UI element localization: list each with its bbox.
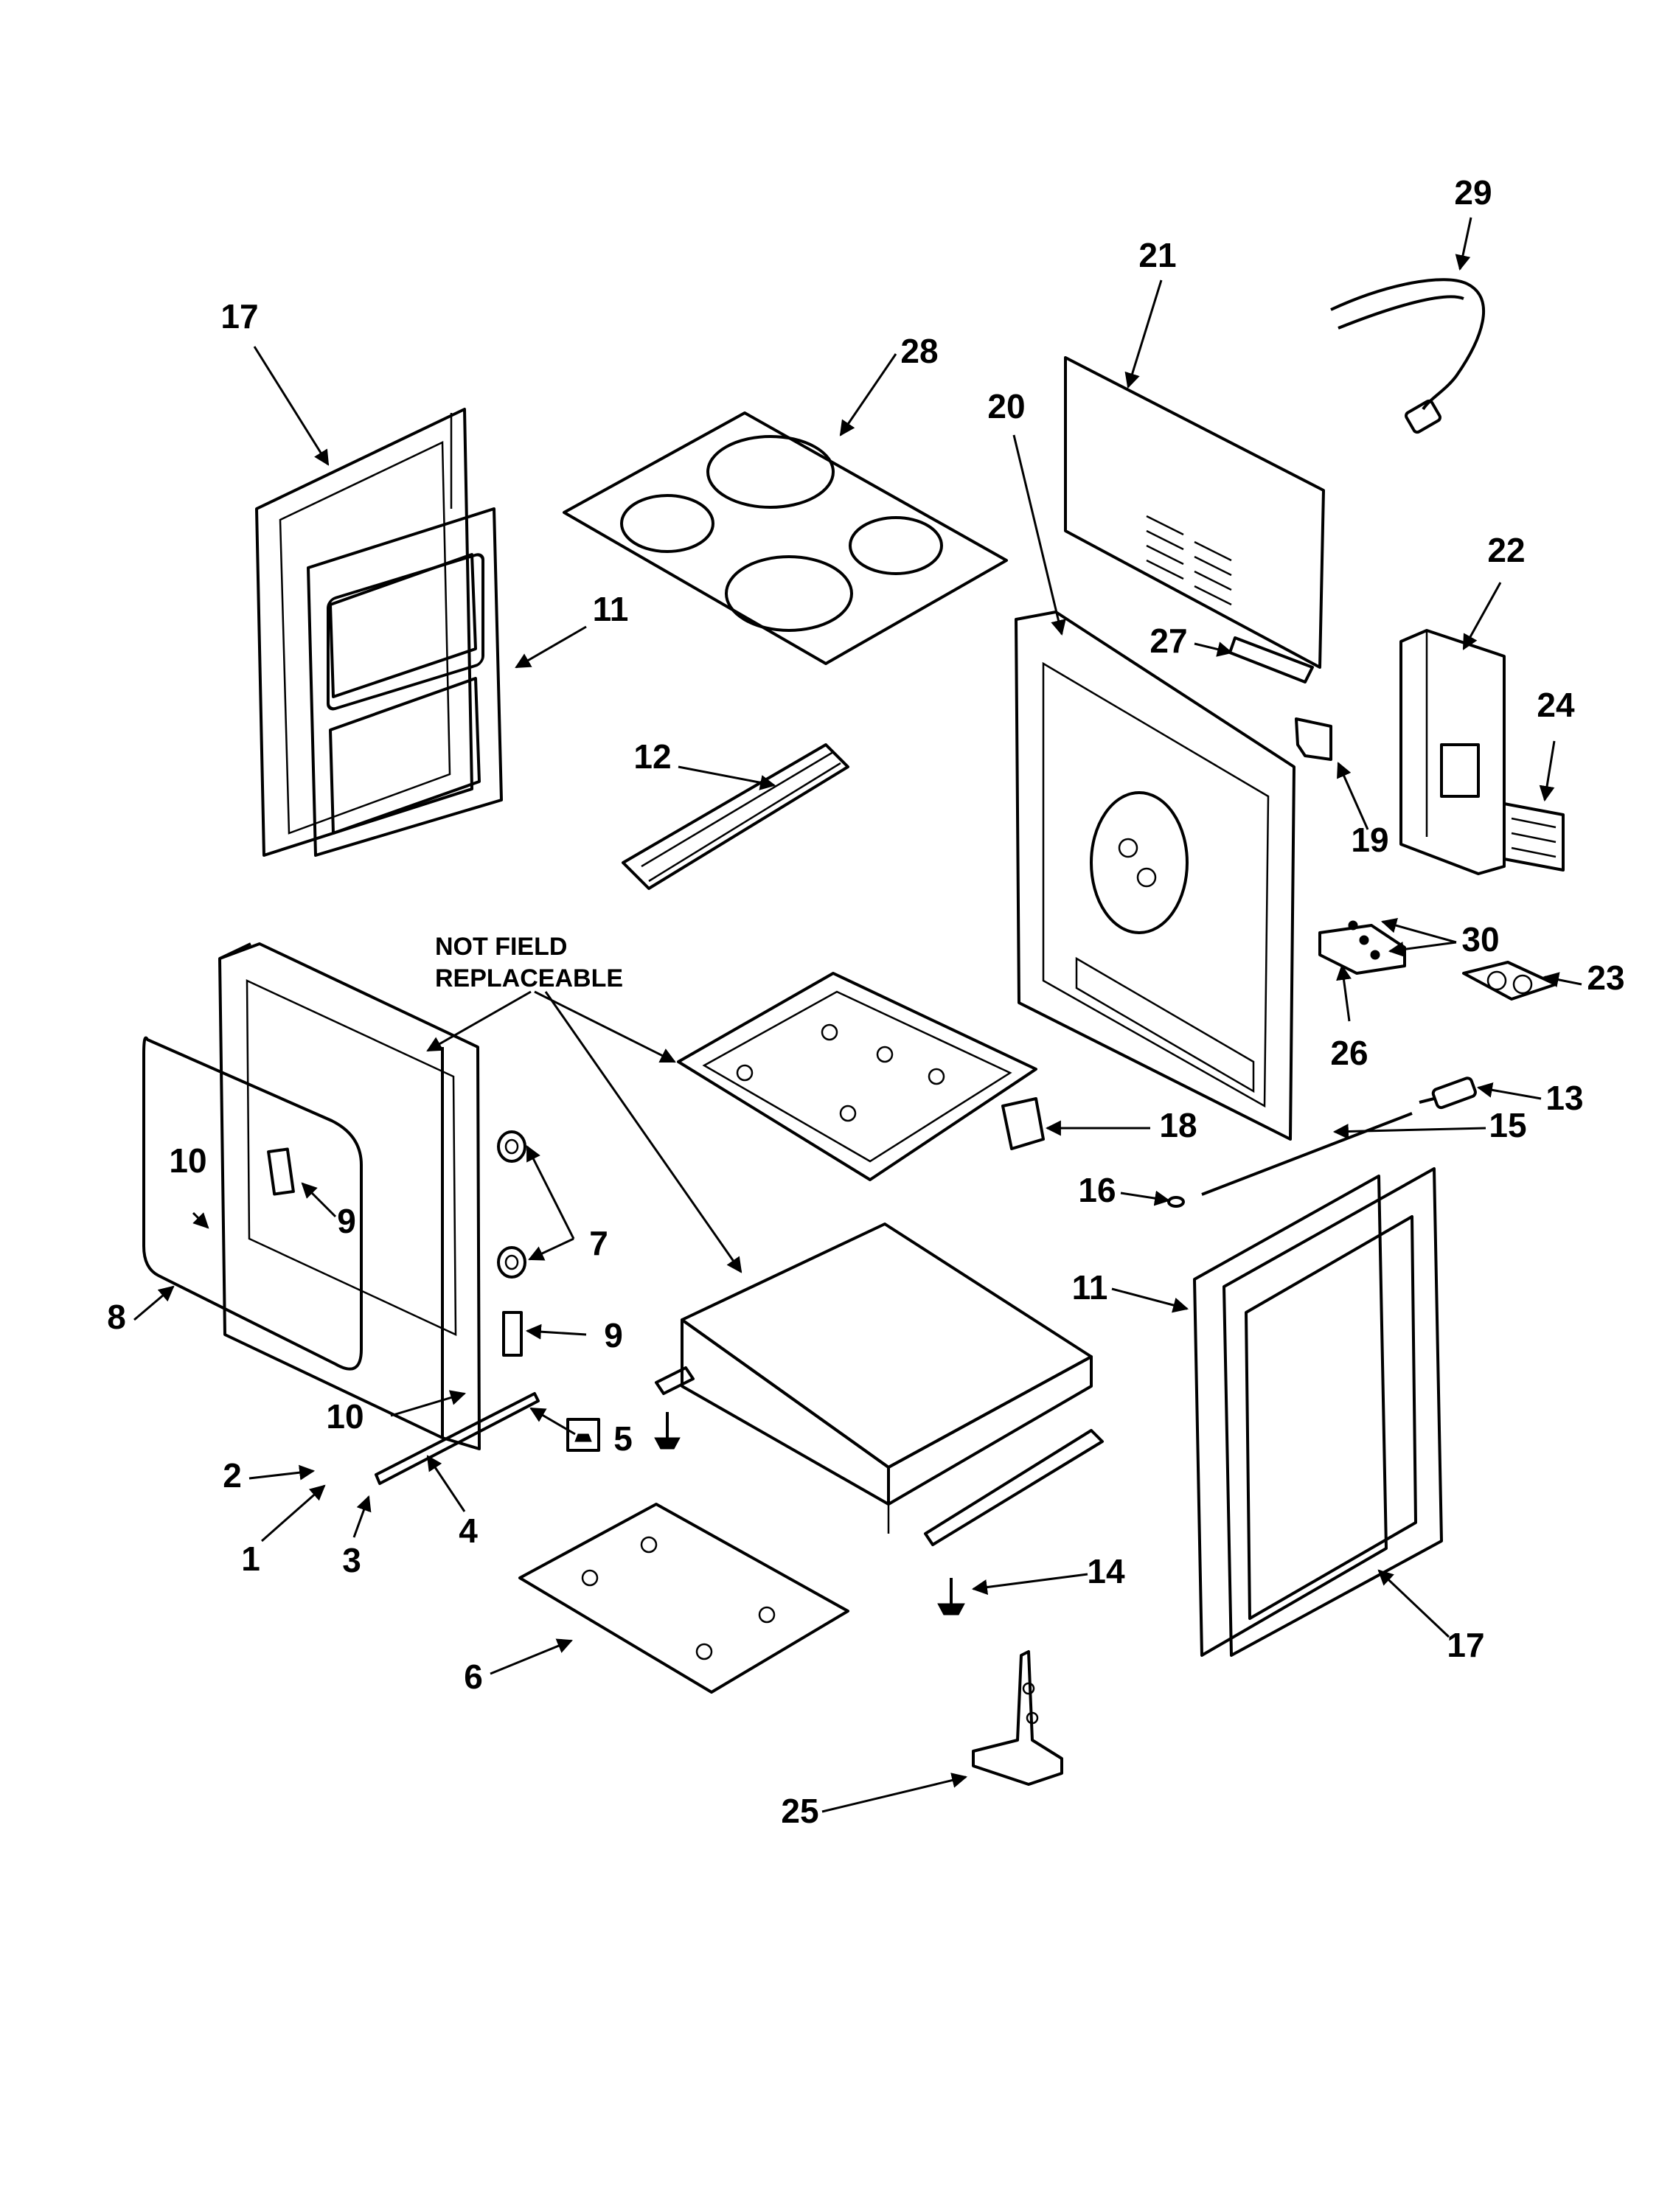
callout-29: 29	[1454, 173, 1492, 212]
callout-27: 27	[1150, 622, 1187, 660]
leader-lines	[133, 217, 1582, 1813]
part-oven-tray	[677, 972, 1037, 1181]
part-gasket-8	[142, 1036, 363, 1371]
callout-7: 7	[589, 1224, 608, 1262]
callout-15: 15	[1489, 1106, 1526, 1144]
callout-9-upper: 9	[337, 1202, 356, 1240]
callout-30: 30	[1461, 920, 1499, 959]
part-side-insulation-left	[307, 507, 503, 857]
callout-17-top: 17	[220, 297, 258, 335]
callout-12: 12	[633, 737, 671, 776]
part-rear-panel	[1064, 356, 1325, 669]
part-plate-23	[1462, 961, 1557, 1001]
part-leveling-leg-5	[566, 1418, 600, 1452]
callout-16: 16	[1078, 1171, 1116, 1209]
callout-11-right: 11	[1072, 1268, 1108, 1307]
part-leveling-leg-14	[937, 1578, 965, 1615]
callout-1: 1	[241, 1540, 260, 1578]
part-rod-15	[1201, 1112, 1413, 1196]
part-connector-13	[1419, 1077, 1477, 1110]
callout-4: 4	[459, 1512, 478, 1550]
callout-8: 8	[107, 1298, 126, 1336]
callout-19: 19	[1351, 821, 1388, 859]
part-cooktop-glass	[563, 411, 1008, 665]
part-side-panel-left	[255, 408, 473, 857]
part-support-bracket	[622, 743, 849, 890]
callout-20: 20	[987, 387, 1025, 425]
part-terminal-block	[1318, 920, 1406, 975]
part-box-22	[1399, 629, 1506, 875]
callout-13: 13	[1545, 1079, 1583, 1117]
part-rail-left	[655, 1366, 695, 1395]
part-hinge-receptacle-lower	[502, 1311, 523, 1357]
callout-10-lower: 10	[326, 1397, 364, 1436]
callout-26: 26	[1330, 1034, 1368, 1072]
callout-6: 6	[464, 1658, 483, 1696]
part-bottom-panel	[518, 1503, 849, 1694]
callout-17-bottom: 17	[1447, 1626, 1484, 1664]
callout-9-lower: 9	[604, 1316, 623, 1354]
part-rail-right	[924, 1429, 1104, 1546]
callout-5: 5	[613, 1419, 633, 1458]
callout-22: 22	[1487, 531, 1525, 569]
part-rod-4	[375, 1392, 540, 1485]
part-oven-cavity	[681, 1222, 1093, 1534]
part-bracket-19	[1295, 717, 1332, 761]
callout-3: 3	[342, 1541, 361, 1579]
part-anti-tip-bracket	[972, 1650, 1063, 1786]
callout-21: 21	[1138, 236, 1176, 274]
callout-10-upper: 10	[169, 1141, 206, 1180]
callout-18: 18	[1159, 1106, 1197, 1144]
part-back-frame	[1015, 611, 1295, 1141]
part-vent-24	[1503, 802, 1565, 872]
callout-2: 2	[223, 1456, 242, 1495]
part-front-frame	[218, 942, 481, 1450]
callout-labels: 17 28 21 29 20 11 27 22 12 24 19 30 23 2…	[107, 173, 1624, 1830]
not-field-replaceable-line2: REPLACEABLE	[435, 964, 623, 992]
part-grommets-7	[497, 1130, 526, 1279]
not-field-replaceable-line1: NOT FIELD	[435, 933, 567, 961]
part-strip-27	[1228, 636, 1314, 684]
callout-11-left: 11	[593, 590, 629, 628]
part-hinge-receptacle-upper	[267, 1147, 295, 1196]
callout-28: 28	[900, 332, 938, 370]
part-leveling-leg-cavity	[654, 1412, 681, 1450]
callout-14: 14	[1087, 1552, 1125, 1590]
part-power-cord	[1330, 278, 1486, 434]
callout-24: 24	[1537, 686, 1575, 724]
callout-23: 23	[1587, 959, 1624, 997]
part-insulation-right	[1193, 1175, 1388, 1657]
part-pad-18	[1001, 1097, 1045, 1150]
part-door-panel-right	[1222, 1167, 1443, 1657]
part-plug-16	[1167, 1196, 1185, 1208]
callout-25: 25	[781, 1792, 818, 1830]
